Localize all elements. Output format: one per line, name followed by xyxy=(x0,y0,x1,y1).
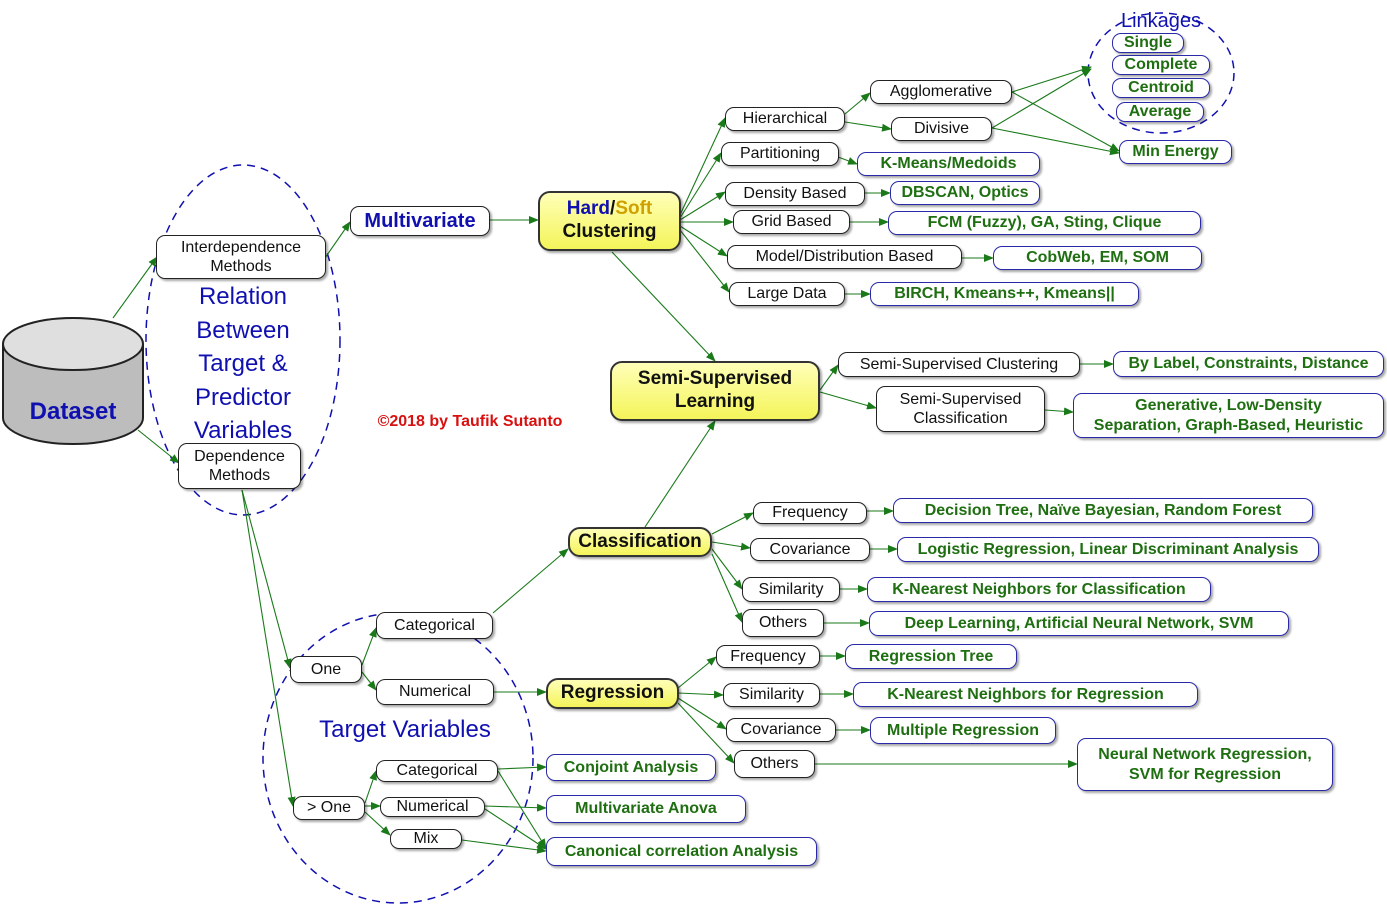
agglomerative-node[interactable]: Agglomerative xyxy=(870,80,1012,104)
regression-tree-node[interactable]: Regression Tree xyxy=(845,644,1017,669)
relation-line-5: Variables xyxy=(193,417,293,444)
clustering-word: Clustering xyxy=(562,221,657,242)
knn-regression-node[interactable]: K-Nearest Neighbors for Regression xyxy=(853,682,1198,707)
model-distribution-based-node[interactable]: Model/Distribution Based xyxy=(727,245,962,269)
grid-based-node[interactable]: Grid Based xyxy=(733,210,850,234)
multi-categorical-node[interactable]: Categorical xyxy=(376,760,498,782)
relation-line-2: Between xyxy=(196,316,290,344)
logistic-regression-node[interactable]: Logistic Regression, Linear Discriminant… xyxy=(897,537,1319,562)
hard-soft-clustering-node[interactable]: Hard/Soft Clustering xyxy=(538,191,681,251)
nn-regression-line-2: SVM for Regression xyxy=(1128,765,1282,783)
classification-frequency-node[interactable]: Frequency xyxy=(753,502,867,524)
relation-ellipse xyxy=(145,164,341,516)
large-data-node[interactable]: Large Data xyxy=(729,282,845,306)
cobweb-em-som-node[interactable]: CobWeb, EM, SOM xyxy=(993,246,1202,270)
by-label-constraints-distance-node[interactable]: By Label, Constraints, Distance xyxy=(1113,351,1384,377)
knn-classification-node[interactable]: K-Nearest Neighbors for Classification xyxy=(867,577,1211,602)
multivariate-anova-node[interactable]: Multivariate Anova xyxy=(546,795,746,823)
neural-network-regression-node[interactable]: Neural Network Regression, SVM for Regre… xyxy=(1077,738,1333,791)
dataset-label: Dataset xyxy=(29,398,117,425)
regression-similarity-node[interactable]: Similarity xyxy=(723,683,820,707)
classification-covariance-node[interactable]: Covariance xyxy=(750,538,870,561)
birch-kmeans-node[interactable]: BIRCH, Kmeans++, Kmeans|| xyxy=(870,282,1139,306)
fcm-ga-sting-clique-node[interactable]: FCM (Fuzzy), GA, Sting, Clique xyxy=(888,211,1201,235)
dataset-icon xyxy=(2,317,144,445)
linkage-single[interactable]: Single xyxy=(1112,33,1184,53)
min-energy-node[interactable]: Min Energy xyxy=(1119,140,1232,164)
kmeans-medoids-node[interactable]: K-Means/Medoids xyxy=(857,152,1040,176)
generative-line-1: Generative, Low-Density xyxy=(1135,397,1322,415)
classification-node[interactable]: Classification xyxy=(568,527,712,557)
regression-covariance-node[interactable]: Covariance xyxy=(726,718,836,742)
semi-supervised-line-1: Semi-Supervised xyxy=(637,368,793,390)
deep-learning-node[interactable]: Deep Learning, Artificial Neural Network… xyxy=(869,611,1289,636)
multivariate-node[interactable]: Multivariate xyxy=(350,206,490,236)
dependence-line-2: Methods xyxy=(208,467,271,484)
copyright-label: ©2018 by Taufik Sutanto xyxy=(377,413,563,430)
generative-low-density-node[interactable]: Generative, Low-Density Separation, Grap… xyxy=(1073,393,1384,438)
multiple-regression-node[interactable]: Multiple Regression xyxy=(870,717,1056,744)
nn-regression-line-1: Neural Network Regression, xyxy=(1098,746,1312,764)
linkages-title: Linkages xyxy=(1120,10,1202,32)
interdependence-line-1: Interdependence xyxy=(180,238,302,256)
one-numerical-node[interactable]: Numerical xyxy=(376,679,494,705)
dbscan-optics-node[interactable]: DBSCAN, Optics xyxy=(890,181,1040,205)
linkages-ellipse xyxy=(1087,12,1235,134)
semi-supervised-clustering-node[interactable]: Semi-Supervised Clustering xyxy=(838,352,1080,377)
semi-supervised-learning-node[interactable]: Semi-Supervised Learning xyxy=(610,361,820,421)
relation-line-4: Predictor xyxy=(194,383,292,411)
relation-line-3: Target & xyxy=(198,350,288,377)
hard-soft-title: Hard/Soft xyxy=(566,198,653,220)
semi-classification-line-2: Classification xyxy=(913,410,1008,427)
multi-numerical-node[interactable]: Numerical xyxy=(380,797,485,817)
more-than-one-node[interactable]: > One xyxy=(293,796,365,820)
linkage-complete[interactable]: Complete xyxy=(1112,55,1210,75)
multi-mix-node[interactable]: Mix xyxy=(390,829,462,849)
partitioning-node[interactable]: Partitioning xyxy=(721,142,839,166)
density-based-node[interactable]: Density Based xyxy=(725,182,865,206)
regression-frequency-node[interactable]: Frequency xyxy=(716,645,820,668)
semi-classification-line-1: Semi-Supervised xyxy=(899,390,1022,408)
target-variables-label: Target Variables xyxy=(319,716,491,743)
connectors xyxy=(112,65,1120,854)
hierarchical-node[interactable]: Hierarchical xyxy=(725,107,845,131)
interdependence-methods-node[interactable]: Interdependence Methods xyxy=(156,235,326,279)
relation-label: Relation Between Target & Predictor Vari… xyxy=(170,280,316,448)
classification-similarity-node[interactable]: Similarity xyxy=(742,577,840,602)
relation-line-1: Relation xyxy=(198,283,288,310)
divisive-node[interactable]: Divisive xyxy=(891,117,992,141)
canonical-correlation-node[interactable]: Canonical correlation Analysis xyxy=(546,837,817,866)
interdependence-line-2: Methods xyxy=(210,258,272,275)
semi-supervised-line-2: Learning xyxy=(674,391,756,412)
conjoint-analysis-node[interactable]: Conjoint Analysis xyxy=(546,754,716,781)
generative-line-2: Separation, Graph-Based, Heuristic xyxy=(1093,416,1364,434)
one-node[interactable]: One xyxy=(290,656,362,683)
decision-tree-node[interactable]: Decision Tree, Naïve Bayesian, Random Fo… xyxy=(893,498,1313,523)
classification-others-node[interactable]: Others xyxy=(742,609,824,637)
one-categorical-node[interactable]: Categorical xyxy=(376,612,493,639)
linkage-centroid[interactable]: Centroid xyxy=(1112,78,1210,98)
dependence-methods-node[interactable]: Dependence Methods xyxy=(178,443,301,489)
linkage-average[interactable]: Average xyxy=(1116,102,1204,122)
semi-supervised-classification-node[interactable]: Semi-Supervised Classification xyxy=(876,386,1045,432)
dependence-line-1: Dependence xyxy=(194,447,285,465)
regression-others-node[interactable]: Others xyxy=(734,750,815,778)
regression-node[interactable]: Regression xyxy=(546,678,679,709)
